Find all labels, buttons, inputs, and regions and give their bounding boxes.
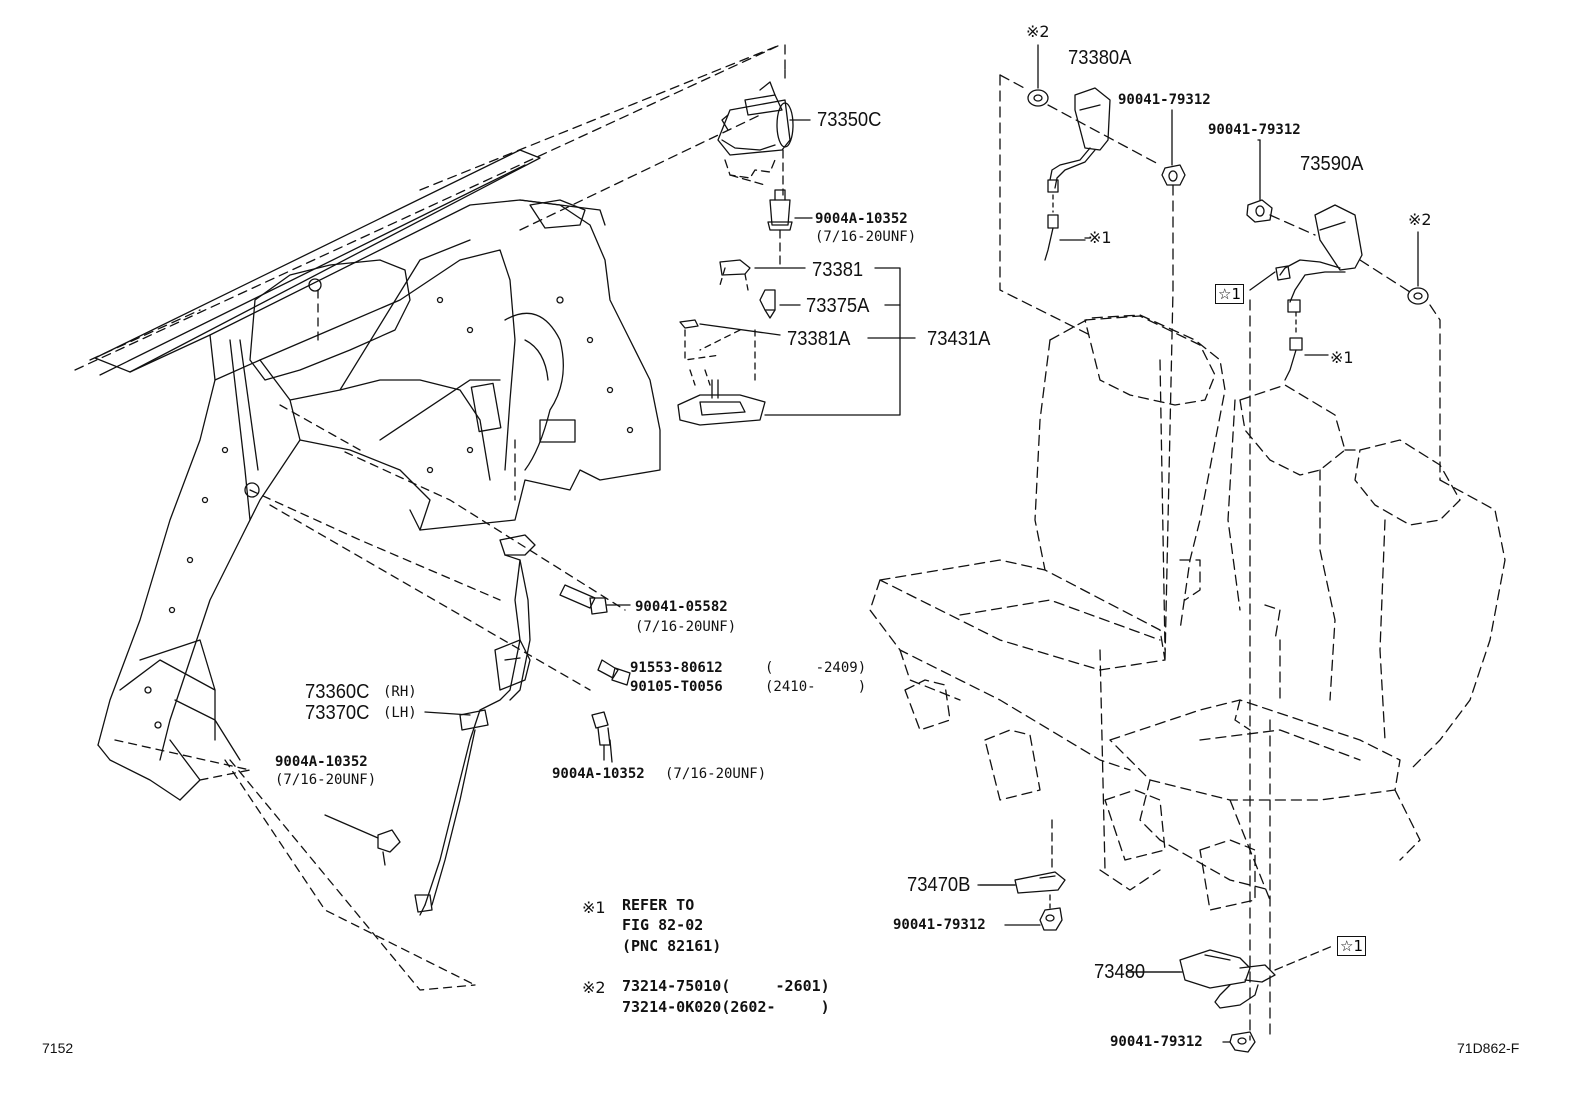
- label-90041-79312-d: 90041-79312: [1110, 1034, 1203, 1050]
- label-9004a-10352-left: 9004A-10352: [275, 754, 368, 770]
- label-73370c: 73370C: [305, 702, 370, 724]
- figure-id: 71D862-F: [1457, 1040, 1520, 1056]
- note-1-line-3: (PNC 82161): [622, 937, 722, 955]
- mark-star1-bottom: ☆1: [1337, 936, 1366, 956]
- label-9004a-10352-lower: 9004A-10352: [552, 766, 645, 782]
- label-9004a-10352-top-spec: (7/16-20UNF): [815, 229, 917, 245]
- label-73375a: 73375A: [806, 295, 870, 317]
- leader-lines: [424, 119, 1261, 973]
- note-2-line-2: 73214-0K020(2602- ): [622, 998, 830, 1016]
- label-73381: 73381: [812, 259, 864, 281]
- page-id: 7152: [42, 1040, 74, 1056]
- note-1-line-2: FIG 82-02: [622, 916, 704, 934]
- label-73380a: 73380A: [1068, 47, 1132, 69]
- rear-seat-right: [1109, 384, 1506, 911]
- mark-ref2-right: ※2: [1408, 210, 1432, 229]
- label-73480: 73480: [1094, 961, 1146, 983]
- note-1-mark: ※1: [582, 898, 606, 917]
- mark-ref2-left: ※2: [1026, 22, 1050, 41]
- label-73360c-side: (RH): [383, 684, 417, 700]
- label-9004a-10352-top: 9004A-10352: [815, 211, 908, 227]
- rear-seat-left: [869, 314, 1226, 891]
- label-90041-79312-c: 90041-79312: [893, 917, 986, 933]
- label-9004a-10352-lower-spec: (7/16-20UNF): [665, 766, 767, 782]
- label-73350c: 73350C: [817, 109, 882, 131]
- label-73360c: 73360C: [305, 681, 370, 703]
- label-73590a: 73590A: [1300, 153, 1364, 175]
- label-90041-05582-spec: (7/16-20UNF): [635, 619, 737, 635]
- bolt-9004a-10352-lower: [591, 711, 611, 761]
- label-91553-80612-range: ( -2409): [765, 660, 867, 676]
- buckle-73590a: [1246, 139, 1441, 1041]
- bolt-91553-80612: [597, 659, 631, 686]
- label-90041-79312-a: 90041-79312: [1118, 92, 1211, 108]
- bracket-73381-group: [677, 259, 916, 426]
- label-73381a: 73381A: [787, 328, 851, 350]
- label-91553-80612: 91553-80612: [630, 660, 723, 676]
- label-90041-05582: 90041-05582: [635, 599, 728, 615]
- buckle-73380a: [999, 44, 1186, 661]
- anchor-73470b: [979, 819, 1066, 931]
- body-side-panel: [74, 44, 786, 991]
- seat-belt-73360c: [414, 534, 536, 916]
- label-73370c-side: (LH): [383, 705, 417, 721]
- bolt-9004a-10352-top: [767, 189, 793, 266]
- note-1-line-1: REFER TO: [622, 896, 695, 914]
- label-73470b: 73470B: [907, 874, 971, 896]
- mark-ref1-left: ※1: [1088, 228, 1112, 247]
- note-2-mark: ※2: [582, 978, 606, 997]
- bolt-9004a-10352-left: [324, 814, 401, 866]
- mark-star1-top: ☆1: [1215, 284, 1244, 304]
- bolt-90041-05582: [559, 584, 631, 615]
- label-90105-t0056-range: (2410- ): [765, 679, 867, 695]
- label-9004a-10352-left-spec: (7/16-20UNF): [275, 772, 377, 788]
- mark-ref1-right: ※1: [1330, 348, 1354, 367]
- retractor-73350c: [717, 69, 794, 196]
- label-90105-t0056: 90105-T0056: [630, 679, 723, 695]
- note-2-line-1: 73214-75010( -2601): [622, 977, 830, 995]
- label-73431a: 73431A: [927, 328, 991, 350]
- label-90041-79312-b: 90041-79312: [1208, 122, 1301, 138]
